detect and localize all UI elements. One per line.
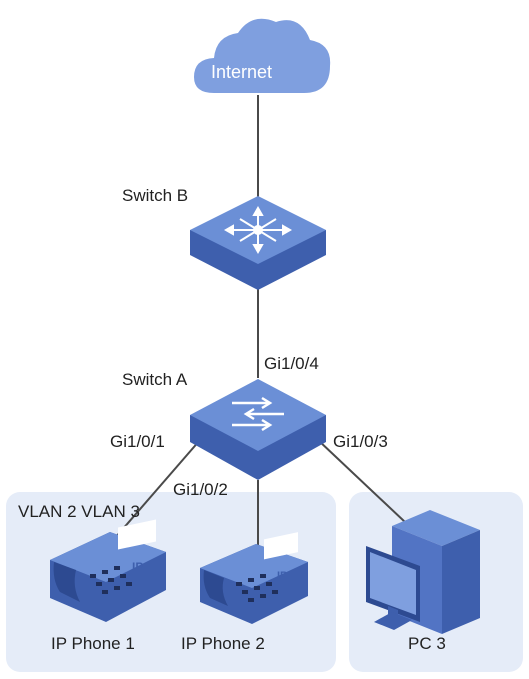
switch-a-pc-link xyxy=(317,439,406,523)
port-gi1-0-3-label: Gi1/0/3 xyxy=(333,432,388,451)
pc-3-icon xyxy=(366,369,480,634)
port-gi1-0-2-label: Gi1/0/2 xyxy=(173,480,228,499)
ip-phone-1-icon: IP xyxy=(50,519,166,622)
internet-cloud-icon xyxy=(194,18,331,93)
internet-label: Internet xyxy=(211,62,273,82)
vlan-group-background xyxy=(6,492,336,672)
ip-phone-2-icon: IP xyxy=(200,532,308,624)
vlan-group-label: VLAN 2 VLAN 3 xyxy=(18,502,140,521)
ip-phone-2-screen-text: IP xyxy=(277,570,287,582)
port-gi1-0-1-label: Gi1/0/1 xyxy=(110,432,165,451)
switch-a-phone1-link xyxy=(114,439,201,539)
switch-a-icon xyxy=(190,379,326,480)
switch-b-label: Switch B xyxy=(122,186,189,205)
ip-phone-1-screen-text: IP xyxy=(132,560,143,574)
links xyxy=(114,95,406,548)
port-gi1-0-4-label: Gi1/0/4 xyxy=(264,354,319,373)
switch-b-icon xyxy=(190,196,326,290)
ip-phone-2-label: IP Phone 2 xyxy=(181,634,265,653)
pc-3-label: PC 3 xyxy=(408,634,446,653)
switch-a-label: Switch A xyxy=(122,370,188,389)
ip-phone-1-label: IP Phone 1 xyxy=(51,634,135,653)
